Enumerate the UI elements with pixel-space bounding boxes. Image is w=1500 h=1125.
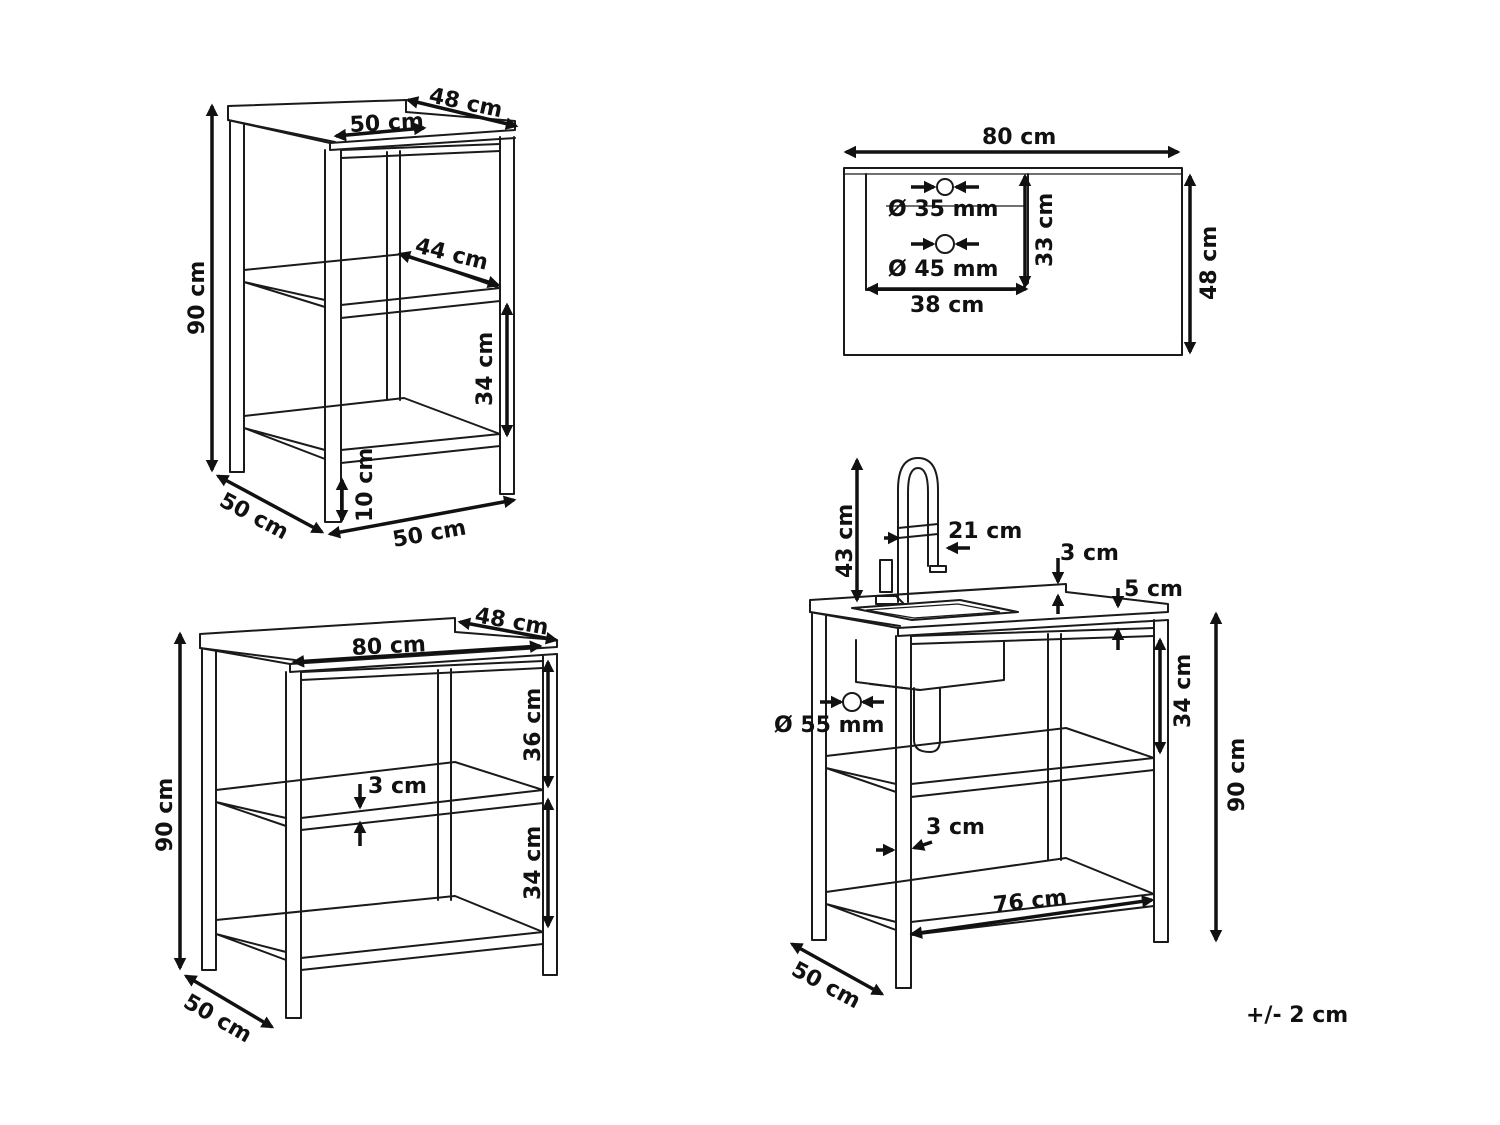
basin-depth-label: 33 cm	[1033, 193, 1058, 267]
small-shelf-gap-label: 34 cm	[473, 332, 498, 406]
small-depth-top-label: 50 cm	[349, 109, 424, 138]
hole-small-label: Ø 35 mm	[888, 197, 998, 222]
large-upper-gap-label: 36 cm	[521, 688, 546, 762]
basin-width-label: 38 cm	[910, 293, 984, 318]
small-height-label: 90 cm	[185, 261, 210, 335]
top-thickness-label: 5 cm	[1124, 577, 1183, 602]
large-shelf-thickness-label: 3 cm	[368, 774, 427, 799]
sink-top-view: 80 cm Ø 35 mm Ø 45 mm 33 cm 48 cm 38 cm	[843, 125, 1222, 356]
sink-cabinet: 43 cm 21 cm 3 cm 5 cm Ø 55 mm 34 cm 90 c…	[774, 457, 1250, 1014]
total-depth-label: 48 cm	[1197, 226, 1222, 300]
sink-upper-gap-label: 34 cm	[1171, 654, 1196, 728]
large-width-top-label: 80 cm	[351, 632, 426, 661]
sink-height-label: 90 cm	[1225, 738, 1250, 812]
large-depth-bottom-label: 50 cm	[179, 990, 256, 1049]
tolerance-label: +/- 2 cm	[1246, 1003, 1348, 1028]
faucet-reach-label: 21 cm	[948, 519, 1022, 544]
small-leg-height-label: 10 cm	[353, 448, 378, 522]
backsplash-label: 3 cm	[1060, 541, 1119, 566]
faucet-height-label: 43 cm	[833, 504, 858, 578]
large-cabinet: 48 cm 80 cm 36 cm 90 cm 3 cm 34 cm 50 cm	[153, 603, 559, 1049]
sink-width-label: 80 cm	[982, 125, 1056, 150]
sink-depth-label: 50 cm	[787, 957, 864, 1014]
hole-large-label: Ø 45 mm	[888, 257, 998, 282]
large-lower-gap-label: 34 cm	[521, 826, 546, 900]
large-height-label: 90 cm	[153, 778, 178, 852]
frame-thickness-label: 3 cm	[926, 815, 985, 840]
small-cabinet: 48 cm 50 cm 90 cm 44 cm 34 cm 10 cm 50 c…	[185, 83, 519, 553]
drain-label: Ø 55 mm	[774, 713, 884, 738]
